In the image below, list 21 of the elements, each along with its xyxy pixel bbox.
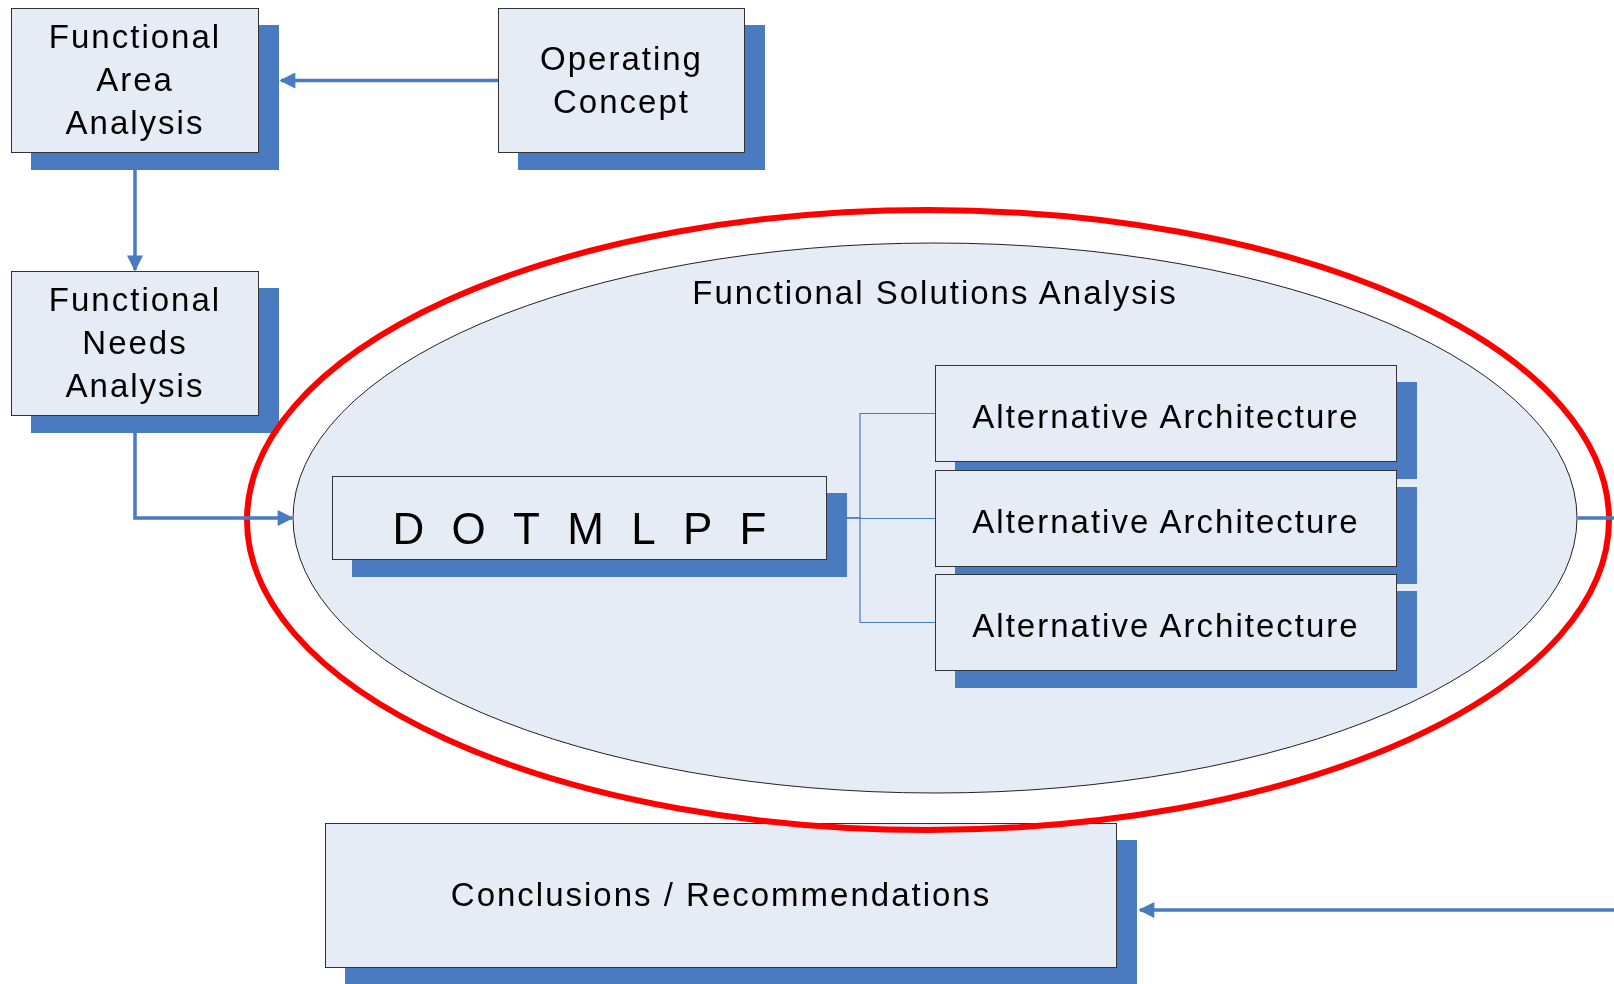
ellipse-region [292,242,1578,794]
process-box [11,271,259,416]
box-label: Functional Needs Analysis [47,280,223,406]
box-label: Alternative Architecture [971,397,1361,437]
arrow [1138,902,1614,918]
box-label: Operating Concept [539,38,704,122]
process-box [325,823,1117,968]
connector-line [1578,516,1614,520]
box-label: Functional Area Analysis [47,17,223,143]
box-label: Conclusions / Recommendations [450,875,992,916]
box-label: Alternative Architecture [971,502,1361,542]
box-label: DOTMLPF [391,507,795,551]
process-box [11,8,259,153]
process-box [935,470,1397,567]
box-label: Alternative Architecture [971,606,1361,646]
process-box [498,8,745,153]
process-box [935,365,1397,462]
region-title: Functional Solutions Analysis [691,273,1179,313]
process-box [332,476,827,560]
arrow [279,72,498,89]
process-box [935,574,1397,671]
